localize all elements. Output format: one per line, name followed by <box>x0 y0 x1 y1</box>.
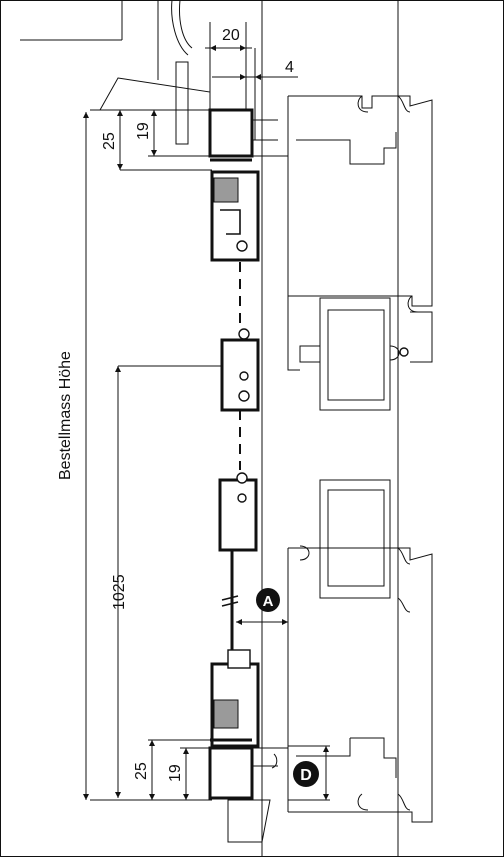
dim-center-height: 1025 <box>111 574 128 610</box>
dim-bottom-offset-inner: 19 <box>167 764 184 782</box>
dim-bottom-offset-outer: 25 <box>133 762 150 780</box>
overall-height-dimension <box>83 112 89 800</box>
bottom-frame-profile <box>208 649 271 843</box>
bottom-offset-dimensions <box>90 739 212 801</box>
dim-top-width: 20 <box>222 27 240 44</box>
top-sill <box>99 61 211 145</box>
marker-d-dimension <box>288 745 330 801</box>
dim-top-offset-outer: 25 <box>101 132 118 150</box>
marker-d-label: D <box>300 767 312 784</box>
dim-top-gap: 4 <box>285 59 294 76</box>
wall-outline <box>20 0 399 857</box>
lower-middle-profile <box>218 472 258 660</box>
top-dimension-lines <box>205 22 298 140</box>
marker-a-dimension <box>236 619 288 625</box>
right-frame-upper <box>287 95 433 411</box>
marker-d: D <box>293 761 319 787</box>
middle-profile <box>220 328 260 412</box>
marker-a-label: A <box>263 593 274 610</box>
top-offset-dimensions <box>90 109 212 171</box>
overall-height-label: Bestellmass Höhe <box>57 351 74 480</box>
marker-a: A <box>256 588 280 612</box>
dim-top-offset-inner: 19 <box>135 122 152 140</box>
right-frame-lower <box>271 479 433 823</box>
top-frame-profile <box>208 108 260 262</box>
center-height-dimension <box>115 365 225 798</box>
guide-lines <box>252 119 288 767</box>
